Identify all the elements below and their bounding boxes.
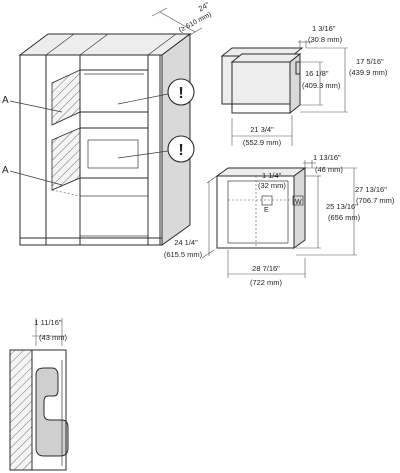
niche-d4-mm: (552.9 mm) [243, 138, 282, 147]
oven-side-in: 1 13/16" [313, 153, 341, 162]
label-a-upper-leader [9, 100, 63, 113]
detail-gap-in: 1 11/16" [34, 318, 61, 327]
mark-e: E [264, 207, 269, 214]
niche-d2-in: 16 1/8" [305, 69, 329, 78]
oven-h1-in: 25 13/16" [326, 202, 358, 211]
mark-w: W [295, 199, 302, 206]
niche-d2-mm: (409.3 mm) [302, 81, 341, 90]
oven-inner-mm: (32 mm) [258, 181, 286, 190]
niche-d3-in: 17 5/16" [356, 57, 384, 66]
label-a-lower-leader [9, 170, 63, 186]
niche-d3-mm: (439.9 mm) [349, 68, 388, 77]
label-a-lower: A [2, 165, 9, 176]
oven-width-in: 28 7/16" [252, 264, 280, 273]
label-a-upper: A [2, 95, 9, 106]
niche-d1-in: 1 3/16" [312, 24, 336, 33]
oven-depth-mm: (615.5 mm) [164, 250, 203, 259]
oven-depth-in: 24 1/4" [174, 238, 198, 247]
oven-inner-in: 1 1/4" [262, 171, 282, 180]
oven-top-drawing [220, 47, 304, 115]
niche-d4-in: 21 3/4" [250, 125, 274, 134]
oven-side-mm: (46 mm) [315, 165, 343, 174]
oven-front-drawing: E W [215, 167, 307, 249]
cabinet-depth-mm: (≥ 610 mm) [178, 11, 213, 34]
section-detail-drawing: 1 11/16" (43 mm) [9, 318, 69, 471]
oven-h2-mm: (706.7 mm) [356, 196, 395, 205]
warning-mark-upper: ! [178, 85, 183, 102]
warning-icon-upper: ! [117, 78, 195, 106]
oven-width-mm: (722 mm) [250, 278, 283, 287]
warning-mark-lower: ! [178, 142, 183, 159]
detail-gap-mm: (43 mm) [39, 333, 67, 342]
niche-d1-mm: (30.8 mm) [308, 35, 343, 44]
oven-top-dimensions: 1 3/16" (30.8 mm) 16 1/8" (409.3 mm) 17 … [231, 24, 388, 147]
oven-front-dimensions: 1 13/16" (46 mm) 1 1/4" (32 mm) 25 13/16… [164, 153, 395, 287]
oven-h1-mm: (656 mm) [328, 213, 361, 222]
oven-h2-in: 27 13/16" [355, 185, 387, 194]
warning-icon-lower: ! [117, 135, 195, 163]
tall-cabinet-drawing [18, 33, 192, 246]
cabinet-depth-dimension: 24" (≥ 610 mm) [151, 0, 213, 37]
